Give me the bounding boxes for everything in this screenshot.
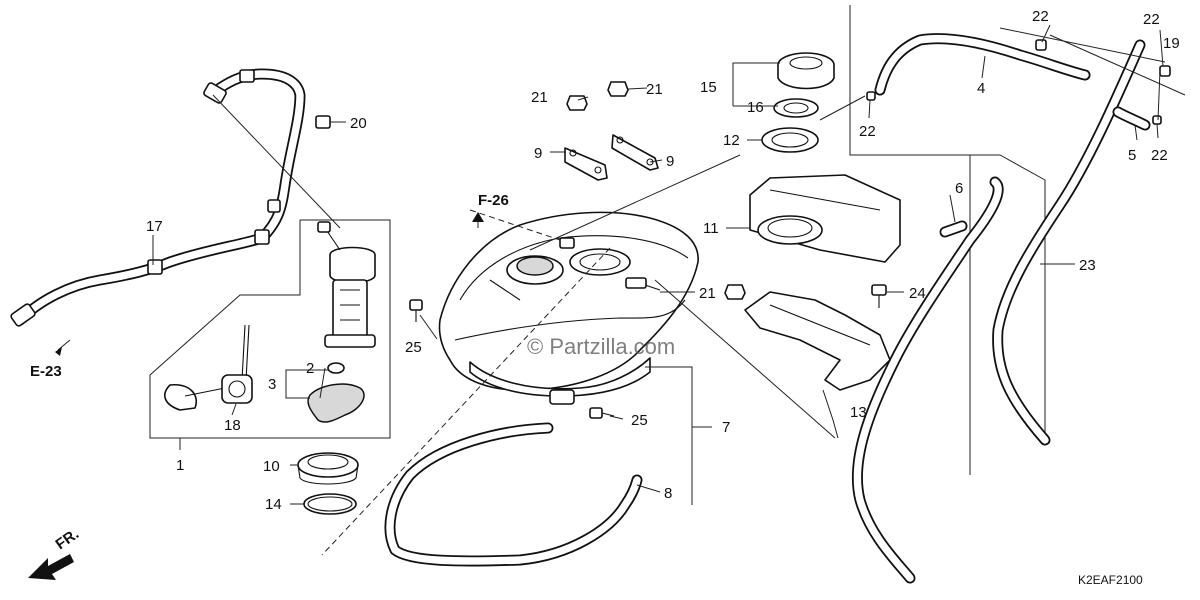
reference-f26: F-26 (478, 192, 509, 209)
bracket-13 (744, 291, 891, 391)
callout-22-middle: 22 (859, 123, 876, 140)
callout-24: 24 (909, 285, 926, 302)
hose-6 (851, 176, 1004, 584)
callout-18: 18 (224, 417, 241, 434)
callout-20: 20 (350, 115, 367, 132)
edge-trim (384, 422, 643, 567)
callout-9-left: 9 (534, 145, 542, 162)
callout-17: 17 (146, 218, 163, 235)
reference-arrows (28, 212, 484, 580)
front-direction-label: FR. (53, 525, 83, 553)
filler-cap-group (761, 52, 835, 153)
callout-10: 10 (263, 458, 280, 475)
hose-17 (10, 68, 306, 327)
callout-21-right: 21 (646, 81, 663, 98)
callout-22-top-left: 22 (1032, 8, 1049, 25)
callout-2: 2 (306, 360, 314, 377)
callout-21-lower: 21 (699, 285, 716, 302)
callout-1: 1 (176, 457, 184, 474)
callout-22-right: 22 (1151, 147, 1168, 164)
callout-16: 16 (747, 99, 764, 116)
rings (297, 452, 359, 515)
callout-9-right: 9 (666, 153, 674, 170)
callout-5: 5 (1128, 147, 1136, 164)
seal-and-plate (307, 362, 365, 423)
callout-7: 7 (722, 419, 730, 436)
callout-11: 11 (703, 220, 719, 237)
hose-5 (1112, 106, 1151, 131)
callout-14: 14 (265, 496, 282, 513)
callout-19: 19 (1163, 35, 1180, 52)
callout-13: 13 (850, 404, 867, 421)
bolts (409, 284, 887, 419)
callout-25-right: 25 (631, 412, 648, 429)
nuts-21 (566, 81, 746, 300)
callout-12: 12 (723, 132, 740, 149)
callout-4: 4 (977, 80, 985, 97)
callout-25-left: 25 (405, 339, 422, 356)
callout-labels: 1 2 3 4 5 6 7 8 9 9 10 11 12 13 14 15 16… (146, 8, 1180, 513)
diagram-code: K2EAF2100 (1078, 573, 1143, 587)
callout-3: 3 (268, 376, 276, 393)
reference-e23: E-23 (30, 363, 62, 380)
callout-15: 15 (700, 79, 717, 96)
watermark: © Partzilla.com (527, 334, 675, 359)
fuel-gauge-unit (164, 324, 253, 411)
e23-arrow-icon (57, 339, 71, 351)
tank-cover-11 (749, 174, 901, 263)
callout-21-left: 21 (531, 89, 548, 106)
construction-lines (212, 27, 1186, 556)
callout-6: 6 (955, 180, 963, 197)
clips (315, 39, 1171, 129)
fuel-pump-assembly (317, 221, 376, 348)
fuel-tank (438, 211, 699, 405)
leader-lines (152, 24, 1164, 505)
hose-4 (874, 33, 1091, 96)
callout-8: 8 (664, 485, 672, 502)
f26-arrow-icon (472, 212, 484, 222)
section-frame-lines (149, 5, 1046, 475)
hose-23 (992, 39, 1146, 446)
callout-23: 23 (1079, 257, 1096, 274)
brackets-9 (564, 134, 659, 181)
front-arrow-icon (28, 554, 74, 580)
callout-22-top-right: 22 (1143, 11, 1160, 28)
